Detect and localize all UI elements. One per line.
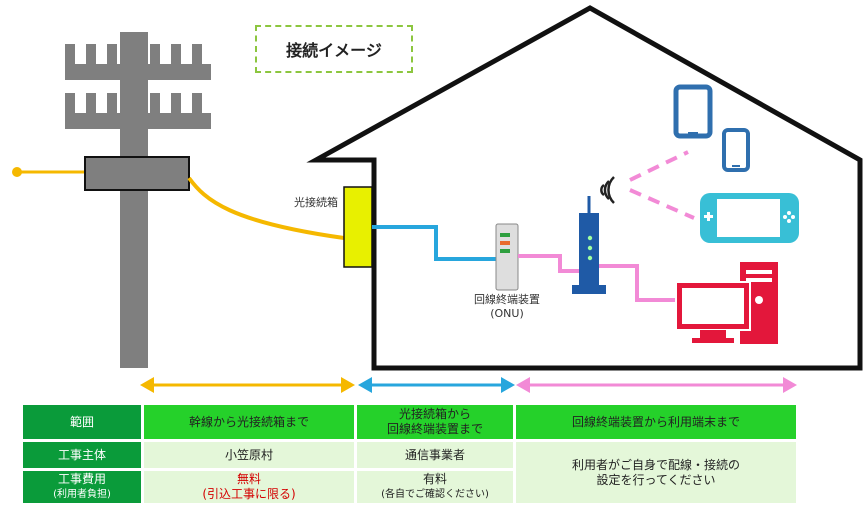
cell-user-self-setup-line1: 利用者がご自身で配線・接続の xyxy=(571,457,740,472)
range-arrow-user xyxy=(516,377,797,393)
cell-user-self-setup: 利用者がご自身で配線・接続の 設定を行ってください xyxy=(516,442,796,503)
cell-scope-provider: 光接続箱から 回線終端装置まで xyxy=(357,405,513,439)
lan-line-router-pc xyxy=(599,264,676,302)
wireless-link-tablet xyxy=(629,188,695,220)
optical-connection-box xyxy=(343,186,373,268)
diagram-title: 接続イメージ xyxy=(255,25,413,73)
header-cost-line1: 工事費用 xyxy=(57,472,106,486)
cell-cost-paid-line1: 有料 xyxy=(422,472,447,486)
cell-user-self-setup-line2: 設定を行ってください xyxy=(596,472,716,487)
house-outline xyxy=(306,5,863,371)
responsibility-table: 範囲 幹線から光接続箱まで 光接続箱から 回線終端装置まで 回線終端装置から利用… xyxy=(20,402,799,506)
wifi-signal-icon xyxy=(600,176,615,204)
header-cost-line2: (利用者負担) xyxy=(53,489,111,500)
wifi-router-icon xyxy=(572,196,606,294)
table-row-cost: 工事費用 (利用者負担) 無料 (引込工事に限る) 有料 (各自でご確認ください… xyxy=(23,471,796,503)
range-arrow-trunk xyxy=(140,377,355,393)
tablet-icon xyxy=(673,84,713,139)
range-arrow-provider xyxy=(358,377,515,393)
table-row-scope: 範囲 幹線から光接続箱まで 光接続箱から 回線終端装置まで 回線終端装置から利用… xyxy=(23,405,796,439)
cell-scope-user: 回線終端装置から利用端末まで xyxy=(516,405,796,439)
cell-scope-provider-line1: 光接続箱から xyxy=(398,407,471,421)
utility-pole-icon xyxy=(65,32,211,368)
cell-cost-paid: 有料 (各自でご確認ください) xyxy=(357,471,513,503)
cell-cost-free-line2: (引込工事に限る) xyxy=(202,487,296,501)
drop-fiber-line xyxy=(187,176,345,240)
connection-box-label: 光接続箱 xyxy=(294,196,338,209)
lan-line-onu-router xyxy=(518,254,580,273)
cell-cost-free: 無料 (引込工事に限る) xyxy=(144,471,354,503)
header-scope: 範囲 xyxy=(23,405,141,439)
onu-label-line2: (ONU) xyxy=(490,307,524,320)
cell-contractor-provider: 通信事業者 xyxy=(357,442,513,468)
smartphone-icon xyxy=(722,128,750,172)
header-cost: 工事費用 (利用者負担) xyxy=(23,471,141,503)
onu-device-icon xyxy=(495,223,519,291)
cell-cost-paid-line2: (各自でご確認ください) xyxy=(381,489,489,500)
onu-label: 回線終端装置 (ONU) xyxy=(462,293,552,321)
desktop-pc-icon xyxy=(675,262,778,344)
game-console-icon xyxy=(700,193,799,243)
cell-contractor-village: 小笠原村 xyxy=(144,442,354,468)
indoor-fiber-line xyxy=(372,225,498,261)
table-row-contractor: 工事主体 小笠原村 通信事業者 利用者がご自身で配線・接続の 設定を行ってくださ… xyxy=(23,442,796,503)
cell-cost-free-line1: 無料 xyxy=(236,472,261,486)
cell-scope-trunk: 幹線から光接続箱まで xyxy=(144,405,354,439)
onu-label-line1: 回線終端装置 xyxy=(474,293,540,306)
cell-scope-provider-line2: 回線終端装置まで xyxy=(386,422,483,436)
wireless-link-phone xyxy=(629,150,689,182)
pole-closure-box xyxy=(84,156,190,191)
header-contractor: 工事主体 xyxy=(23,442,141,468)
